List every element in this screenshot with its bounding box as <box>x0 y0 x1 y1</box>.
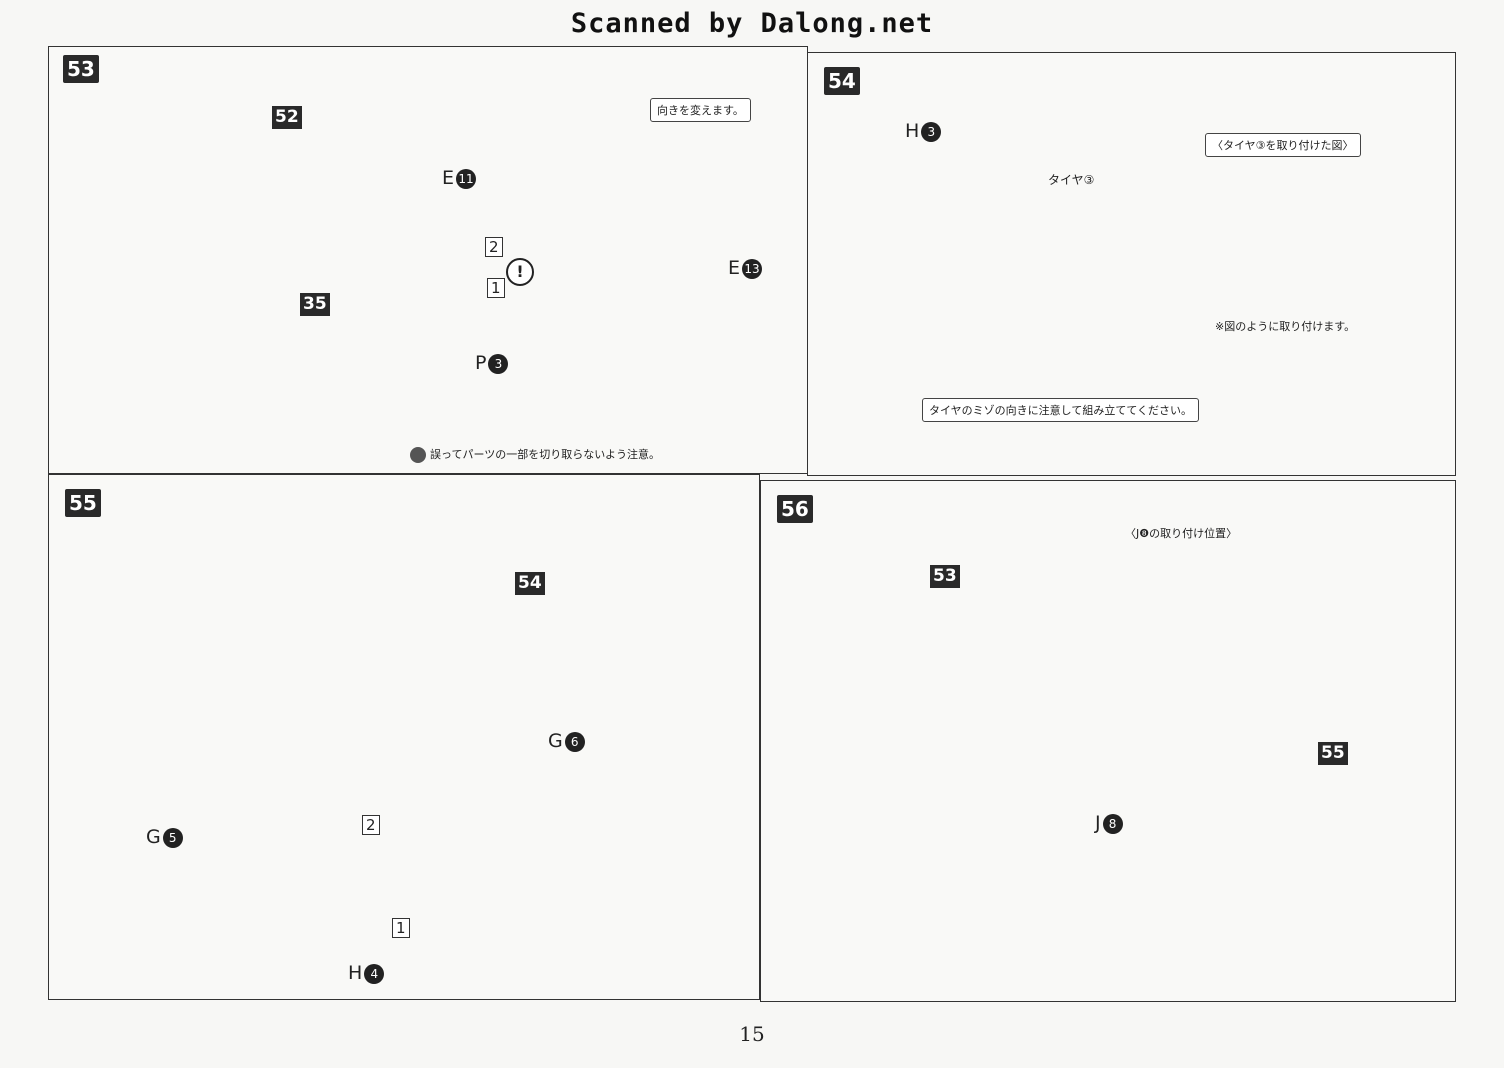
inset-tire-title: 〈タイヤ③を取り付けた図〉 <box>1205 133 1361 157</box>
step-number: 56 <box>777 495 813 523</box>
watermark: Scanned by Dalong.net <box>570 8 934 39</box>
part-tag-54: 54 <box>515 572 545 595</box>
step-number: 54 <box>824 67 860 95</box>
part-tag-55: 55 <box>1318 742 1348 765</box>
step-order-2: 2 <box>362 815 380 835</box>
inset-j8-title: 〈J❽の取り付け位置〉 <box>1125 527 1238 540</box>
tire-label: タイヤ③ <box>1048 173 1095 187</box>
part-tag-35: 35 <box>300 293 330 316</box>
step-number: 55 <box>65 489 101 517</box>
step-order-1: 1 <box>487 278 505 298</box>
panel-step-56: 56 <box>760 480 1456 1002</box>
warning-icon: ! <box>506 258 534 286</box>
callout-change-direction: 向きを変えます。 <box>650 98 751 122</box>
part-tag-53: 53 <box>930 565 960 588</box>
step-number: 53 <box>63 55 99 83</box>
panel-step-55: 55 <box>48 474 760 1000</box>
tire-groove-note: タイヤのミゾの向きに注意して組み立ててください。 <box>922 398 1200 422</box>
step-order-1: 1 <box>392 918 410 938</box>
caution-note: 誤ってパーツの一部を切り取らないよう注意。 <box>410 446 660 463</box>
page-number: 15 <box>739 1022 765 1046</box>
part-tag-52: 52 <box>272 106 302 129</box>
step-order-2: 2 <box>485 237 503 257</box>
inset-tire-note: ※図のように取り付けます。 <box>1215 320 1356 333</box>
caution-icon <box>410 447 426 463</box>
